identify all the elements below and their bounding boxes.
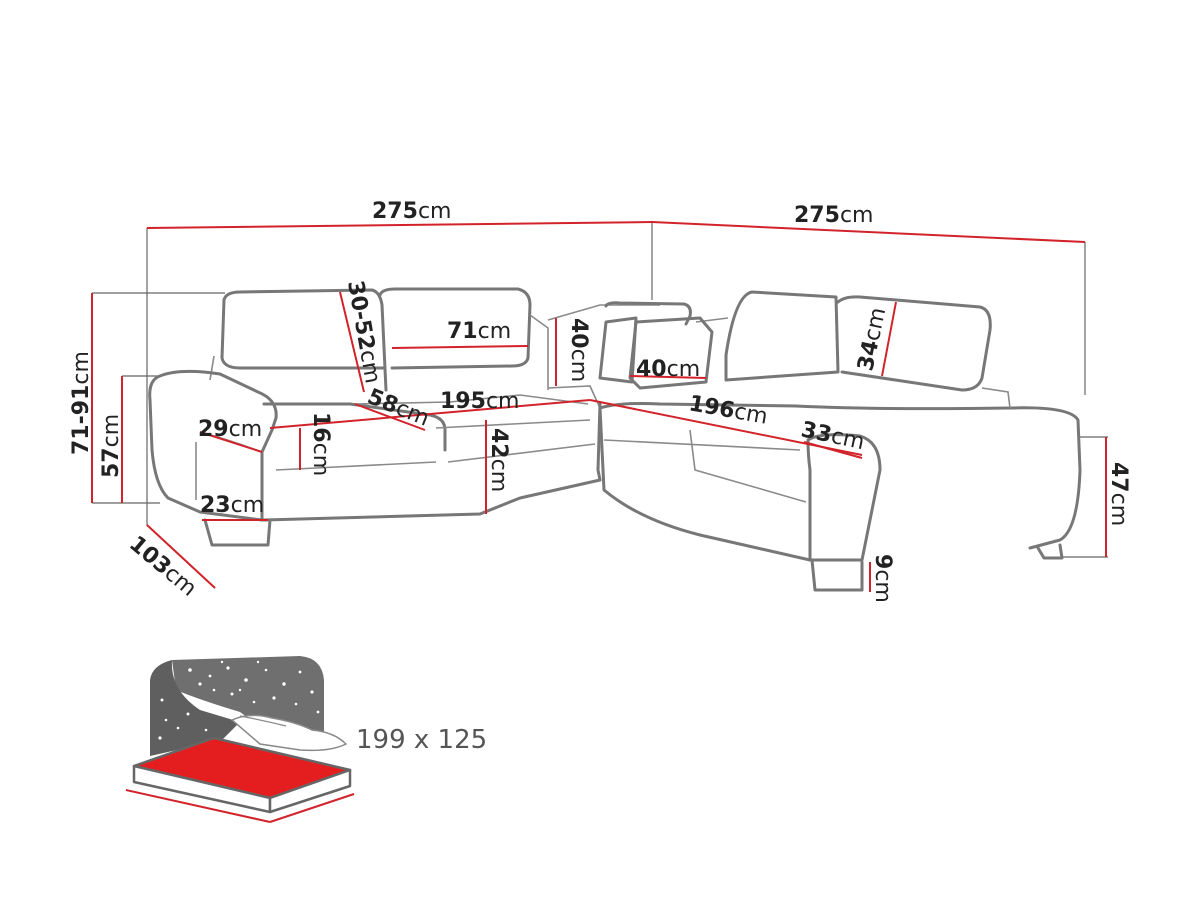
headrest-height-label: 34cm <box>853 305 891 373</box>
seat-height-label: 42cm <box>486 428 511 492</box>
leg-height-label: 9cm <box>870 554 895 603</box>
cushion-size-label: 40cm <box>636 357 700 382</box>
sleeping-area-icon: 199 x 125 <box>125 656 487 823</box>
seat-width-right-label: 196cm <box>687 391 770 429</box>
width-right-label: 275cm <box>794 203 873 228</box>
bed-size-label: 199 x 125 <box>356 725 487 755</box>
total-height-label: 71-91cm <box>69 351 94 455</box>
dimension-labels: 275cm 275cm 71-91cm 57cm 103cm 30-52cm 7… <box>69 199 1131 603</box>
armrest-width-left-label: 29cm <box>198 417 262 442</box>
width-left-label: 275cm <box>372 199 451 224</box>
corner-back-height-label: 40cm <box>566 318 591 382</box>
stars-icon <box>158 660 320 740</box>
seat-thickness-label: 16cm <box>308 412 333 476</box>
armrest-height-label: 57cm <box>99 414 124 478</box>
seat-width-left-label: 195cm <box>440 389 519 414</box>
sofa-outline <box>148 287 1082 592</box>
right-height-label: 47cm <box>1106 462 1131 526</box>
dimension-lines <box>91 221 1107 592</box>
seat-depth-label: 58cm <box>364 384 433 431</box>
headrest-width-label: 71cm <box>447 319 511 344</box>
depth-label: 103cm <box>124 531 201 601</box>
arm-base-width-label: 23cm <box>200 493 264 518</box>
